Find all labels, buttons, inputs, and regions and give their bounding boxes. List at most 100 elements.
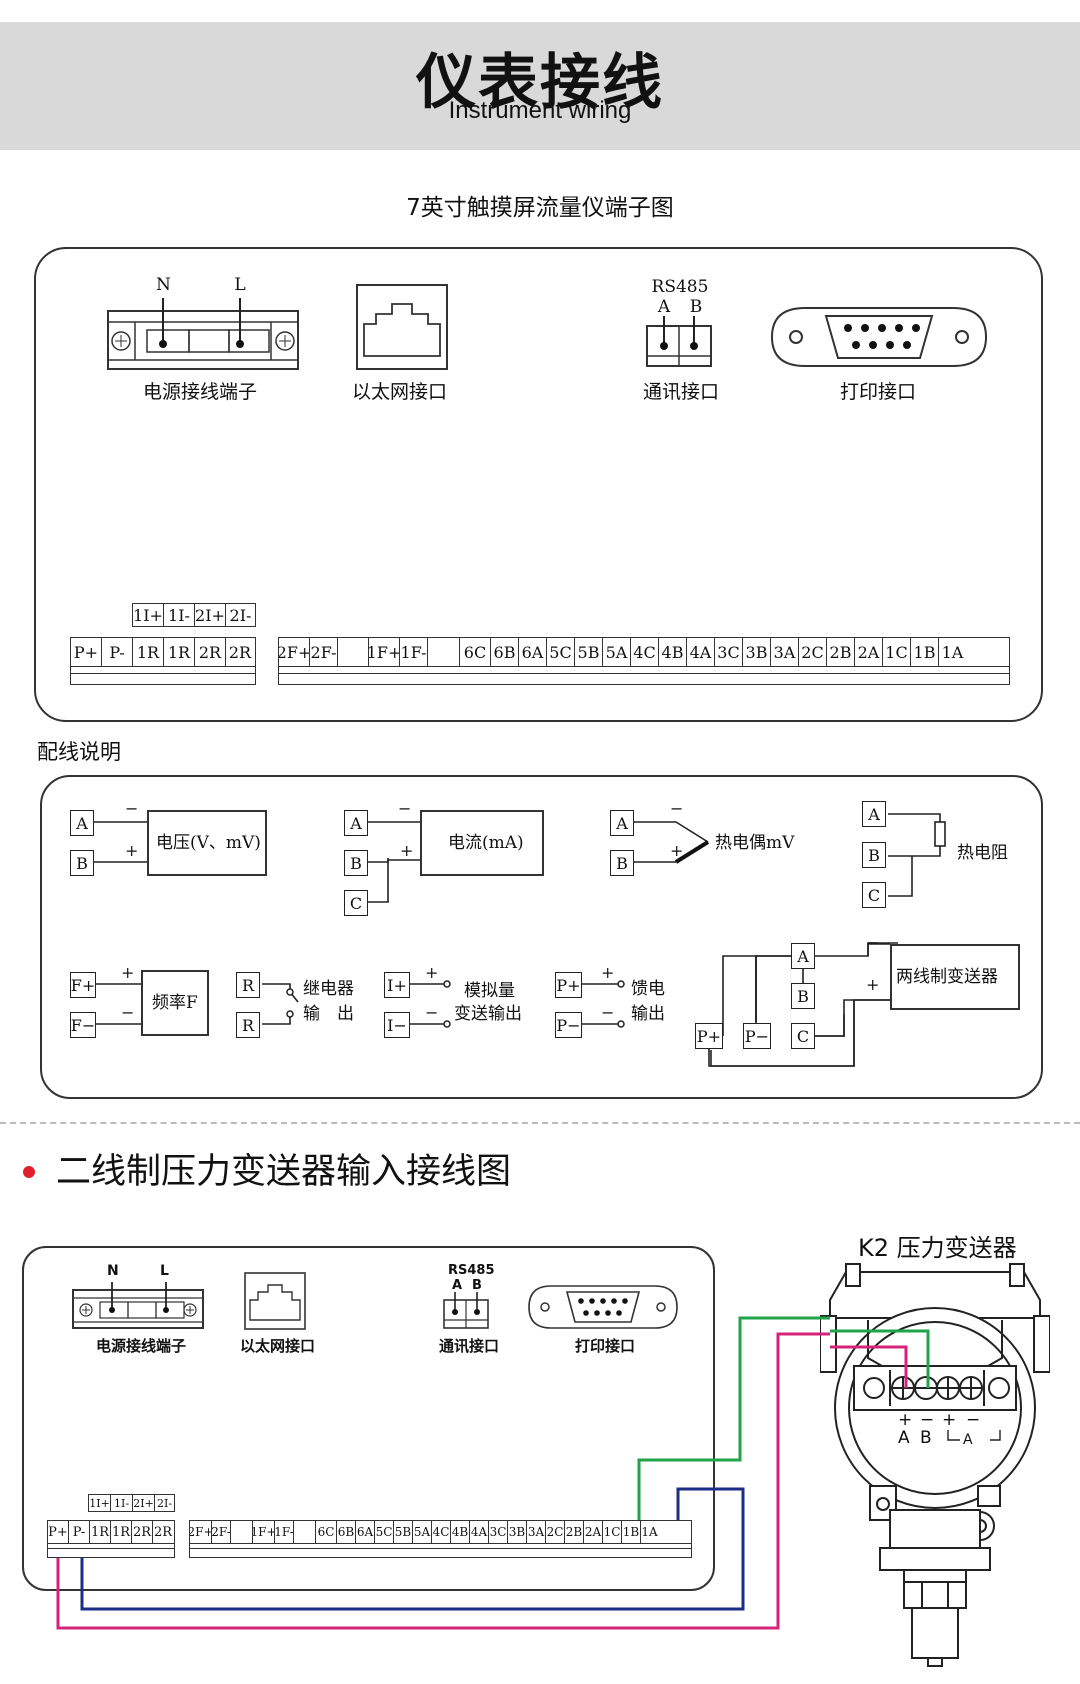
tx-minus-2: − (966, 1410, 981, 1430)
s1-terminal-4c: 4C (631, 638, 659, 666)
s2-terminal-blank-2 (231, 1521, 253, 1543)
s1-terminal-1f-minusplus: 1F+ (369, 638, 400, 666)
s1-terminal-6b: 6B (491, 638, 519, 666)
s2-left-terminal-strip: P+ P- 1R 1R 2R 2R (47, 1520, 175, 1558)
tx-plus-2: + (942, 1410, 957, 1430)
s2-terminal-1r-b: 1R (111, 1521, 132, 1543)
s2-terminal-2a: 2A (584, 1521, 603, 1543)
s1-terminal-5a: 5A (603, 638, 631, 666)
rs485-b-label: B (689, 297, 703, 317)
voltage-box: 电压(V、mV) (147, 810, 267, 876)
analog-label-1: 模拟量 (464, 981, 515, 1001)
ethernet-icon (356, 284, 448, 370)
rs485-label: RS485 (651, 277, 709, 297)
s1-terminal-1f-minus: 1F- (400, 638, 428, 666)
thermocouple-plus: + (670, 841, 684, 860)
page-title: 仪表接线 (416, 48, 664, 118)
s1-terminal-2f-minus: 2F- (310, 638, 338, 666)
s2-terminal-p-minus: P- (69, 1521, 90, 1543)
s2-terminal-2f-minusplus: 2F+ (190, 1521, 212, 1543)
section2-title: 二线制压力变送器输入接线图 (56, 1152, 512, 1192)
s2-power-caption: 电源接线端子 (96, 1337, 187, 1355)
s2-terminal-3a: 3A (527, 1521, 546, 1543)
power-terminal-drawing (107, 300, 299, 370)
s2-printer-port (527, 1283, 679, 1331)
ethernet-port (356, 284, 448, 370)
power-n-label: N (156, 275, 171, 295)
terminal-2i-minus: 2I- (229, 605, 252, 625)
current-a-terminal: A (344, 810, 368, 836)
right-terminal-strip: 2F+2F-1F+1F-6C6B6A5C5B5A4C4B4A3C3B3A2C2B… (278, 637, 1010, 685)
terminal-1i-minus: 1I- (164, 604, 195, 626)
pressure-transmitter-drawing (819, 1263, 1051, 1667)
s2-terminal-1i-plus: 1I+ (89, 1495, 111, 1511)
twowire-b-terminal: B (791, 983, 815, 1009)
current-b-terminal: B (344, 850, 368, 876)
rs485-a-label: A (657, 297, 671, 317)
thermocouple-b-terminal: B (610, 850, 634, 876)
relay-label-2: 输 出 (303, 1004, 354, 1024)
feed-minus: − (601, 1003, 615, 1022)
terminal-2i-plus: 2I+ (195, 604, 226, 626)
twowire-c-terminal: C (791, 1023, 815, 1049)
terminal-1r-a: 1R (133, 638, 164, 666)
pressure-transmitter: + − + − A B A (819, 1258, 1051, 1678)
s2-ethernet-icon (244, 1272, 306, 1330)
rs485-terminal-drawing (646, 316, 712, 367)
section-divider (0, 1122, 1080, 1124)
bullet-dot (23, 1166, 35, 1178)
wiring-panel (40, 775, 1043, 1099)
frequency-label: 频率F (152, 993, 198, 1013)
analog-iplus-terminal: I+ (384, 972, 410, 998)
s2-power-l: L (160, 1263, 169, 1279)
header-banner: 仪表接线 Instrument wiring (0, 22, 1080, 150)
rtd-label: 热电阻 (957, 843, 1008, 863)
s1-terminal-6a: 6A (519, 638, 547, 666)
s2-comm-caption: 通讯接口 (439, 1337, 500, 1355)
terminal-p-plus: P+ (71, 638, 102, 666)
s2-terminal-4b: 4B (451, 1521, 470, 1543)
analog-plus: + (425, 963, 439, 982)
s1-terminal-1c: 1C (883, 638, 911, 666)
analog-label-2: 变送输出 (454, 1004, 522, 1024)
current-c-terminal: C (344, 890, 368, 916)
relay-r1-terminal: R (236, 972, 260, 998)
s2-terminal-5b: 5B (394, 1521, 413, 1543)
power-caption: 电源接线端子 (143, 381, 258, 403)
freq-fminus-terminal: F− (70, 1012, 96, 1038)
s2-ethernet-port (244, 1272, 306, 1330)
power-l-label: L (234, 275, 246, 295)
printer-db9-icon (770, 307, 988, 367)
thermocouple-a-terminal: A (610, 810, 634, 836)
s2-terminal-2r-b: 2R (153, 1524, 173, 1540)
s1-terminal-1b: 1B (911, 638, 939, 666)
twowire-plus: + (866, 975, 880, 994)
s2-terminal-p-plus: P+ (48, 1521, 69, 1543)
rtd-a-terminal: A (862, 801, 886, 827)
rtd-b-terminal: B (862, 842, 886, 868)
s2-ethernet-caption: 以太网接口 (240, 1337, 316, 1355)
s2-terminal-1a: 1A (641, 1525, 658, 1539)
s1-terminal-3c: 3C (715, 638, 743, 666)
current-label: 电流(mA) (448, 833, 524, 853)
s2-terminal-1i-minus: 1I- (111, 1495, 133, 1511)
s1-terminal-5c: 5C (547, 638, 575, 666)
comm-caption: 通讯接口 (643, 381, 720, 403)
s2-terminal-2c: 2C (546, 1521, 565, 1543)
s2-upper-terminal-row: 1I+ 1I- 2I+ 2I- (88, 1494, 175, 1512)
s2-terminal-3b: 3B (508, 1521, 527, 1543)
left-terminal-strip: P+ P- 1R 1R 2R 2R (70, 637, 256, 685)
terminal-2r-a: 2R (195, 638, 226, 666)
ethernet-caption: 以太网接口 (352, 381, 448, 403)
s2-terminal-1r-a: 1R (90, 1521, 111, 1543)
s2-terminal-4c: 4C (432, 1521, 451, 1543)
feed-plus: + (601, 963, 615, 982)
s2-terminal-6c: 6C (316, 1521, 337, 1543)
s2-terminal-4a: 4A (470, 1521, 489, 1543)
s2-rs485-terminal (443, 1292, 489, 1330)
twowire-box: 两线制变送器 (890, 944, 1020, 1010)
twowire-pplus-terminal: P+ (695, 1023, 723, 1049)
rs485-terminal (646, 316, 712, 368)
s2-power-terminal-drawing (72, 1282, 204, 1329)
voltage-label: 电压(V、mV) (156, 833, 261, 853)
